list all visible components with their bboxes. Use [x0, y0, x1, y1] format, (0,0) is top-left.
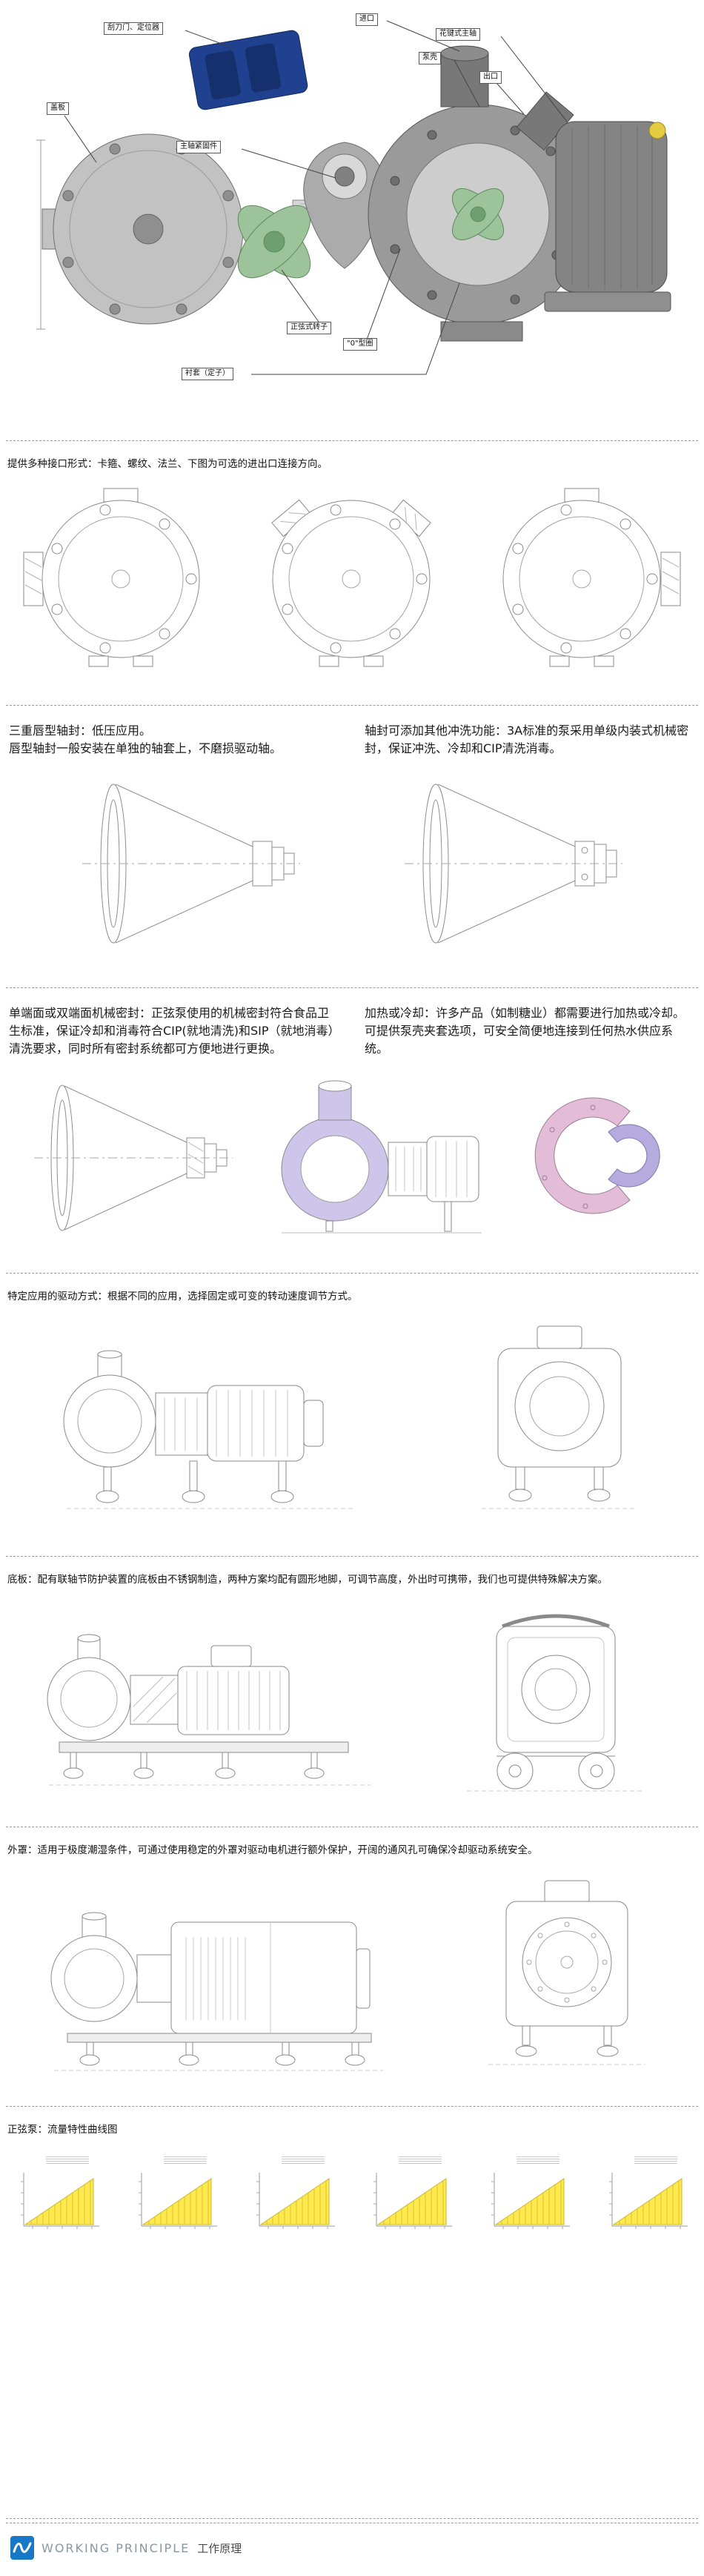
mech-seal-left-text: 单端面或双端面机械密封：正弦泵使用的机械密封符合食品卫生标准，保证冷却和消毒符合… [9, 1005, 334, 1056]
brand-logo-icon [10, 2536, 34, 2560]
flow-curve-chart [246, 2155, 341, 2241]
port-diagrams-row [0, 484, 704, 678]
mech-seal-drawings-row [0, 1073, 704, 1243]
drive-drawings-row [0, 1319, 704, 1526]
part-label: 花键式主轴 [436, 28, 480, 41]
lip-seal-left-text: 三重唇型轴封：低压应用。 唇型轴封一般安装在单独的轴套上，不磨损驱动轴。 [9, 723, 282, 755]
part-label: 盖板 [47, 102, 69, 115]
section-divider [6, 1272, 698, 1274]
flushed-seal-drawing [404, 784, 622, 944]
jacket-halves-drawing [534, 1097, 660, 1214]
flow-curve-plot [256, 2173, 335, 2230]
lip-seal-right-text: 轴封可添加其他冲洗功能：3A标准的泵采用单级内装式机械密封，保证冲洗、冷却和CI… [365, 723, 689, 755]
exploded-view-section: 刮刀门、定位器 进口 花键式主轴 泵壳 出口 盖板 主轴紧固件 正弦式转子 "0… [26, 10, 678, 426]
part-label: 正弦式转子 [287, 322, 331, 334]
baseplate-section: 底板：配有联轴节防护装置的底板由不锈钢制造，两种方案均配有圆形地脚，可调节高度，… [0, 1569, 704, 1589]
baseplate-text: 底板：配有联轴节防护装置的底板由不锈钢制造，两种方案均配有圆形地脚，可调节高度，… [7, 1574, 608, 1586]
brand-name: WORKING PRINCIPLE [41, 2540, 190, 2555]
section-divider [6, 2105, 698, 2107]
part-label: "0"型圈 [343, 338, 377, 351]
heating-right-text: 加热或冷却：许多产品（如制糖业）都需要进行加热或冷却。可提供泵壳夹套选项，可安全… [365, 1005, 685, 1056]
curves-section: 正弦泵：流量特性曲线图 [0, 2119, 704, 2139]
lip-seal-section: 三重唇型轴封：低压应用。 唇型轴封一般安装在单独的轴套上，不磨损驱动轴。 轴封可… [0, 718, 704, 756]
part-label: 泵壳 [419, 52, 441, 64]
shroud-text: 外罩：适用于极度潮湿条件，可通过使用稳定的外罩对驱动电机进行额外保护，开阔的通风… [7, 1844, 538, 1856]
flow-curve-chart [10, 2155, 105, 2241]
flow-curve-plot [138, 2173, 217, 2230]
part-label: 衬套（定子） [182, 368, 233, 380]
chart-microtext [399, 2155, 442, 2165]
mechanical-seal-drawing [34, 1085, 233, 1231]
footer-divider [6, 2518, 698, 2519]
flow-curve-plot [608, 2173, 688, 2230]
drive-section: 特定应用的驱动方式：根据不同的应用，选择固定或可变的转动速度调节方式。 [0, 1285, 704, 1306]
lip-seal-drawing [82, 784, 300, 944]
ports-section: 提供多种接口形式：卡箍、螺纹、法兰、下图为可选的进出口连接方向。 [0, 453, 704, 474]
part-label: 刮刀门、定位器 [104, 22, 163, 35]
chart-microtext [281, 2155, 325, 2165]
baseplate-assembly-drawing [47, 1634, 371, 1786]
section-divider [6, 1556, 698, 1557]
chart-microtext [163, 2155, 207, 2165]
shroud-drawings-row [0, 1875, 704, 2076]
curves-text: 正弦泵：流量特性曲线图 [7, 2123, 118, 2136]
jacketed-pump-drawing [281, 1080, 482, 1234]
chart-microtext [517, 2155, 560, 2165]
shroud-section: 外罩：适用于极度潮湿条件，可通过使用稳定的外罩对驱动电机进行额外保护，开阔的通风… [0, 1839, 704, 1860]
shrouded-assembly-drawing [50, 1912, 383, 2070]
drive-side-view-drawing [63, 1350, 356, 1509]
flow-curve-plot [491, 2173, 571, 2230]
lip-seal-drawings-row [0, 771, 704, 958]
trolley-drawing [467, 1614, 645, 1792]
section-divider [6, 987, 698, 988]
footer-block: WORKING PRINCIPLE 工作原理 [0, 2514, 704, 2576]
section-divider [6, 440, 698, 441]
drive-front-view-drawing [482, 1325, 637, 1509]
flow-curve-charts-row [0, 2155, 704, 2241]
flow-curve-chart [363, 2155, 458, 2241]
part-label: 主轴紧固件 [176, 141, 221, 153]
flow-curve-plot [373, 2173, 453, 2230]
flow-curve-chart [599, 2155, 694, 2241]
exploded-pump-illustration [36, 20, 671, 375]
part-label: 出口 [479, 71, 502, 84]
footer: WORKING PRINCIPLE 工作原理 [0, 2527, 704, 2560]
chart-microtext [634, 2155, 677, 2165]
ports-text: 提供多种接口形式：卡箍、螺纹、法兰、下图为可选的进出口连接方向。 [7, 458, 328, 470]
chart-microtext [46, 2155, 89, 2165]
mech-seal-section: 单端面或双端面机械密封：正弦泵使用的机械密封符合食品卫生标准，保证冷却和消毒符合… [0, 1000, 704, 1056]
port-diagram-center [271, 499, 431, 667]
part-label: 进口 [356, 13, 378, 26]
baseplate-drawings-row [0, 1604, 704, 1797]
brand-title-cn: 工作原理 [197, 2541, 242, 2555]
port-diagram-left [23, 488, 200, 667]
flow-curve-chart [481, 2155, 576, 2241]
section-divider [6, 704, 698, 706]
port-diagram-right [502, 488, 681, 667]
flow-curve-chart [128, 2155, 223, 2241]
flow-curve-plot [21, 2173, 99, 2230]
drive-text: 特定应用的驱动方式：根据不同的应用，选择固定或可变的转动速度调节方式。 [7, 1290, 358, 1302]
shroud-front-view-drawing [488, 1880, 645, 2065]
